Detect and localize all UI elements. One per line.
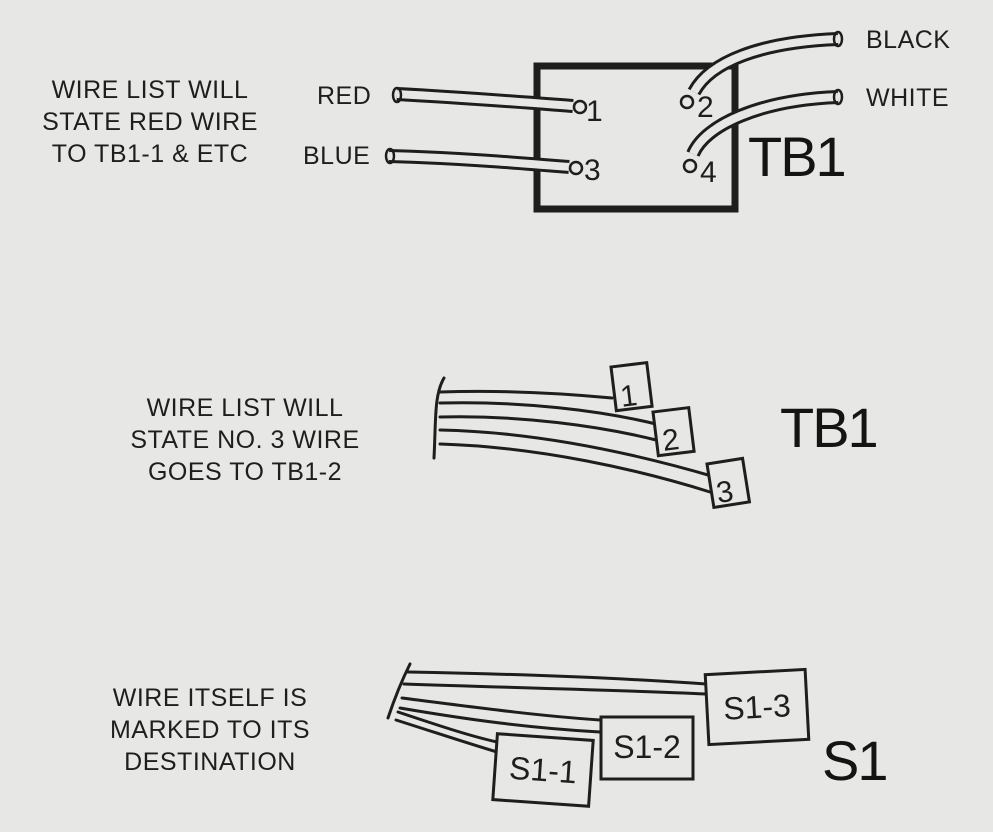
- svg-text:S1-3: S1-3: [722, 687, 791, 726]
- tb1-tag-1: 1: [609, 360, 654, 414]
- s1-tag-2: S1-2: [599, 715, 695, 781]
- terminal-4-screw: [682, 158, 698, 174]
- terminal-3-number: 3: [584, 154, 601, 187]
- wire-blue: [384, 147, 570, 174]
- harness-s1: [386, 662, 708, 754]
- wire-label-red: RED: [317, 82, 372, 110]
- terminal-3-screw: [568, 160, 584, 176]
- svg-text:S1-2: S1-2: [613, 729, 681, 765]
- svg-text:3: 3: [714, 475, 736, 510]
- wire-white: [686, 88, 844, 158]
- terminal-1-screw: [572, 99, 588, 115]
- terminal-1-number: 1: [586, 95, 603, 128]
- tb1-tag-3: 3: [705, 456, 752, 510]
- tb1-tag-2: 2: [651, 405, 696, 458]
- s1-tag-1: S1-1: [491, 732, 595, 808]
- wire-label-black: BLACK: [866, 26, 951, 54]
- harness-label-tb1: TB1: [780, 396, 879, 459]
- wire-black: [687, 30, 844, 96]
- svg-text:S1-1: S1-1: [508, 750, 578, 791]
- svg-text:2: 2: [660, 423, 681, 458]
- block-label-tb1: TB1: [748, 125, 847, 188]
- wire-label-white: WHITE: [866, 84, 950, 112]
- wire-label-blue: BLUE: [303, 142, 371, 170]
- svg-text:1: 1: [618, 379, 639, 414]
- caption-section1: WIRE LIST WILL STATE RED WIRE TO TB1-1 &…: [42, 76, 258, 168]
- terminal-4-number: 4: [700, 156, 717, 189]
- harness-tb1: [432, 376, 717, 494]
- caption-section2: WIRE LIST WILL STATE NO. 3 WIRE GOES TO …: [130, 394, 360, 486]
- terminal-2-screw: [679, 94, 695, 110]
- caption-section3: WIRE ITSELF IS MARKED TO ITS DESTINATION: [109, 684, 311, 776]
- harness-label-s1: S1: [822, 729, 888, 792]
- terminal-block-tb1: [533, 62, 739, 213]
- s1-tag-3: S1-3: [703, 667, 811, 747]
- wire-red: [391, 86, 574, 113]
- terminal-2-number: 2: [697, 91, 714, 124]
